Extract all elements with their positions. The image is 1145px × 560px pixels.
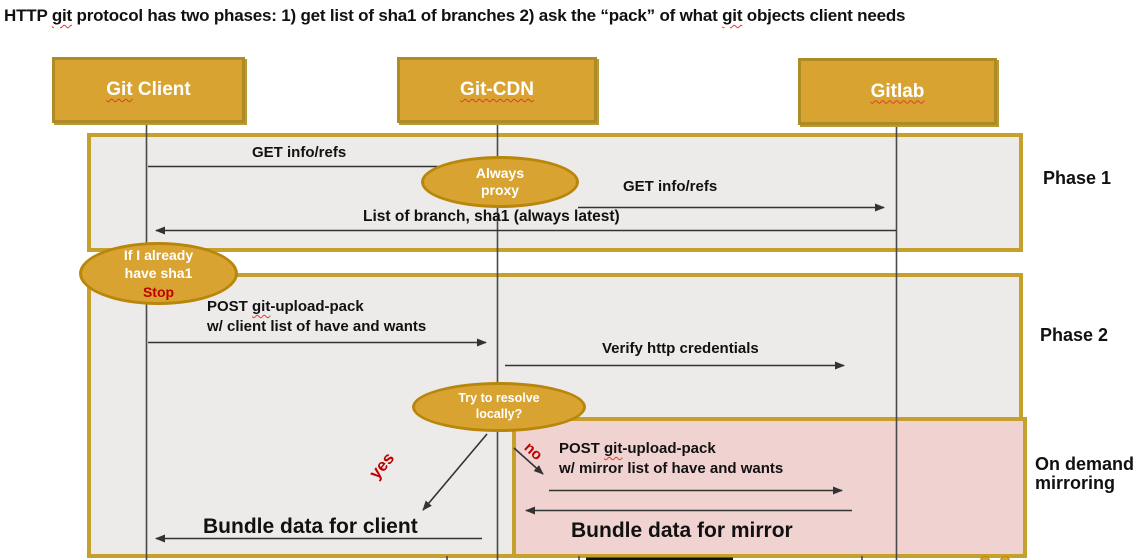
callout-always-proxy: Always proxy	[421, 156, 579, 208]
callout-line: If I already	[123, 247, 194, 264]
phase1-label: Phase 1	[1043, 168, 1112, 188]
title-part: objects client needs	[742, 6, 906, 25]
arrow-yes-branch	[422, 433, 488, 511]
actor-gitlab: Gitlab	[798, 58, 997, 125]
msg-part-git: git	[252, 298, 271, 315]
title-part-git: git	[51, 6, 72, 25]
message-get-inforefs-1: GET info/refs	[252, 144, 347, 161]
actor-label-part: Client	[132, 79, 191, 100]
arrow-no-branch	[513, 447, 544, 475]
msg-part: -upload-pack	[270, 298, 364, 315]
on-demand-mirroring-frame	[512, 417, 1027, 558]
message-line: w/ mirror list of have and wants	[559, 460, 784, 477]
actor-gitlab-label: Gitlab	[870, 80, 925, 102]
phase1-frame	[87, 133, 1023, 252]
msg-part-git: git	[604, 440, 623, 457]
mirroring-label-line: mirroring	[1035, 473, 1116, 493]
callout-try-resolve-locally: Try to resolve locally?	[412, 382, 586, 432]
actor-git-cdn: Git-CDN	[397, 57, 597, 123]
page-title: HTTP git protocol has two phases: 1) get…	[4, 6, 1144, 26]
actor-git-cdn-label: Git-CDN	[460, 79, 534, 100]
callout-stop-label: Stop	[142, 283, 175, 300]
message-get-inforefs-2: GET info/refs	[623, 178, 718, 195]
message-branch-list: List of branch, sha1 (always latest)	[363, 208, 620, 225]
message-verify-credentials: Verify http credentials	[602, 340, 759, 357]
title-part: protocol has two phases: 1) get list of …	[71, 6, 723, 25]
message-post-uploadpack-mirror: POST git-upload-pack w/ mirror list of h…	[559, 439, 783, 479]
callout-line: Try to resolve	[458, 391, 540, 406]
callout-line: locally?	[475, 407, 523, 421]
callout-line: Always	[475, 164, 525, 181]
callout-if-already-have-sha1: If I already have sha1 Stop	[79, 242, 238, 305]
title-part: HTTP	[4, 6, 52, 25]
cutoff-gold-dot	[980, 556, 990, 560]
message-bundle-data-client: Bundle data for client	[203, 515, 418, 538]
actor-git-client-label: Git Client	[106, 79, 190, 101]
on-demand-mirroring-label: On demand mirroring	[1035, 455, 1134, 493]
msg-part: POST	[559, 440, 605, 457]
cutoff-gold-dot	[1000, 556, 1010, 560]
message-line: POST git-upload-pack	[207, 297, 426, 317]
message-line: POST git-upload-pack	[559, 439, 783, 459]
msg-part: -upload-pack	[622, 440, 716, 457]
mirroring-label-line: On demand	[1035, 454, 1135, 474]
title-part-git: git	[722, 6, 743, 25]
callout-line: proxy	[480, 182, 520, 198]
message-bundle-data-mirror: Bundle data for mirror	[571, 519, 793, 542]
callout-line: have sha1	[124, 265, 193, 282]
message-post-uploadpack-client: POST git-upload-pack w/ client list of h…	[207, 297, 426, 337]
msg-part: POST	[207, 298, 253, 315]
phase2-label: Phase 2	[1040, 325, 1109, 345]
actor-label-part: Git	[106, 79, 133, 100]
message-line: w/ client list of have and wants	[207, 318, 427, 335]
actor-git-client: Git Client	[52, 57, 245, 123]
